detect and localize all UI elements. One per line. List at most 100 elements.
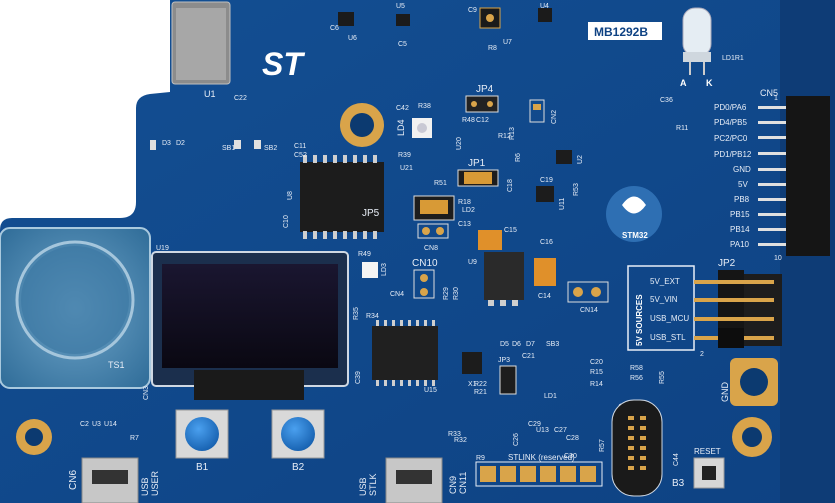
chip-u8: U8 C11 C52 C10 U21 <box>283 143 413 239</box>
svg-text:C6: C6 <box>330 25 339 32</box>
svg-text:D5: D5 <box>500 341 509 348</box>
svg-text:C36: C36 <box>660 97 673 104</box>
svg-text:D2: D2 <box>176 140 185 147</box>
cn5-pin-label: PB8 <box>734 195 750 204</box>
svg-text:CN2: CN2 <box>551 110 558 124</box>
usb-stlk-connector-cn9[interactable]: CN9 CN11 <box>385 457 468 503</box>
svg-text:U8: U8 <box>287 191 294 200</box>
jumper-jp2[interactable]: JP2 2 <box>694 258 782 358</box>
svg-text:R22: R22 <box>474 381 487 388</box>
svg-text:ST: ST <box>262 46 305 82</box>
center-small-parts: R48 C12 U20 R12 R13 R6 U2 C19 U11 R53 C1… <box>456 117 584 246</box>
svg-text:U13: U13 <box>536 427 549 434</box>
cn5-pin-label: PD1/PB12 <box>714 150 752 159</box>
jumper-jp5[interactable]: JP5 R51 <box>362 180 455 221</box>
usb-user-text: USBUSER <box>140 470 160 496</box>
svg-text:CN10: CN10 <box>412 258 438 269</box>
svg-text:U4: U4 <box>540 3 549 10</box>
svg-text:C2: C2 <box>80 421 89 428</box>
svg-text:R35: R35 <box>353 307 360 320</box>
svg-text:C16: C16 <box>540 239 553 246</box>
svg-text:10: 10 <box>774 255 782 262</box>
cn5-pin-labels: PD0/PA6 PD4/PB5 PC2/PC0 PD1/PB12 GND 5V … <box>660 97 752 249</box>
svg-text:C10: C10 <box>283 215 290 228</box>
svg-text:K: K <box>706 78 713 88</box>
user-button-b1[interactable]: B1 <box>175 409 229 473</box>
svg-text:C21: C21 <box>522 353 535 360</box>
reset-button-b3[interactable]: RESET B3 C44 <box>672 447 725 489</box>
svg-text:U6: U6 <box>348 35 357 42</box>
svg-text:U15: U15 <box>424 387 437 394</box>
svg-text:R11: R11 <box>676 125 688 132</box>
svg-text:U9: U9 <box>468 259 477 266</box>
stm32-logo: STM32 <box>606 186 662 242</box>
svg-text:CN11: CN11 <box>458 472 468 494</box>
svg-text:C52: C52 <box>294 152 307 159</box>
cn5-connector: CN5 10 1 <box>758 88 830 262</box>
svg-text:RESET: RESET <box>694 447 721 456</box>
svg-text:C26: C26 <box>513 433 520 446</box>
svg-text:C28: C28 <box>566 435 579 442</box>
svg-text:R48: R48 <box>462 117 475 124</box>
svg-text:R18: R18 <box>458 199 471 206</box>
svg-text:R7: R7 <box>130 435 139 442</box>
cn5-pin-label: GND <box>733 165 751 174</box>
svg-text:R51: R51 <box>434 180 447 187</box>
svg-text:CN4: CN4 <box>390 291 404 298</box>
svg-text:C39: C39 <box>355 371 362 384</box>
cn8-header: CN8 <box>417 223 449 252</box>
bottom-left-parts: C2 U3 U14 R7 <box>80 421 139 442</box>
svg-text:R39: R39 <box>398 152 411 159</box>
svg-text:CN6: CN6 <box>68 470 79 490</box>
svg-text:C29: C29 <box>528 421 541 428</box>
svg-text:C12: C12 <box>476 117 489 124</box>
svg-text:R8: R8 <box>488 45 497 52</box>
label-u1: U1 <box>204 89 216 99</box>
svg-text:JP5: JP5 <box>362 208 380 219</box>
svg-text:U2: U2 <box>577 155 584 164</box>
module-u1: U1 <box>171 1 231 99</box>
svg-text:R57: R57 <box>599 439 606 452</box>
jumper-jp1[interactable]: JP1 <box>457 158 499 187</box>
cn5-pin-label: PC2/PC0 <box>714 134 748 143</box>
svg-text:JP3: JP3 <box>498 357 510 364</box>
svg-text:D6: D6 <box>512 341 521 348</box>
st-logo: ST <box>262 46 305 82</box>
svg-text:R13: R13 <box>509 127 516 140</box>
svg-text:C18: C18 <box>507 179 514 192</box>
jumper-jp4[interactable]: JP4 <box>465 84 499 113</box>
svg-text:R9: R9 <box>476 455 485 462</box>
user-button-b2[interactable]: B2 <box>271 409 325 473</box>
cn5-pin-label: PD0/PA6 <box>714 103 747 112</box>
svg-text:C14: C14 <box>538 293 551 300</box>
svg-text:U21: U21 <box>400 165 413 172</box>
touch-sensor-ts1[interactable]: TS1 <box>0 227 151 389</box>
svg-text:B3: B3 <box>672 478 685 489</box>
svg-text:U14: U14 <box>104 421 117 428</box>
svg-text:C20: C20 <box>590 359 603 366</box>
svg-text:R30: R30 <box>453 287 460 300</box>
usb-stlk-label: USBSTLK <box>358 473 378 496</box>
svg-text:R15: R15 <box>590 369 603 376</box>
svg-text:C19: C19 <box>540 177 553 184</box>
svg-text:R12: R12 <box>498 133 511 140</box>
svg-text:R58: R58 <box>630 365 643 372</box>
svg-text:A: A <box>680 78 687 88</box>
usb-user-connector-cn6[interactable]: CN6 <box>68 457 139 503</box>
svg-text:CN8: CN8 <box>424 245 438 252</box>
svg-text:C11: C11 <box>294 143 306 150</box>
label-ts1: TS1 <box>108 360 125 370</box>
svg-text:LD3: LD3 <box>381 263 388 276</box>
svg-text:R34: R34 <box>366 313 379 320</box>
svg-text:C44: C44 <box>673 453 680 466</box>
svg-text:U7: U7 <box>503 39 512 46</box>
svg-text:LD4: LD4 <box>396 119 406 136</box>
svg-text:R53: R53 <box>573 183 580 196</box>
power-option: 5V_VIN <box>650 295 678 304</box>
svg-text:MB1292B: MB1292B <box>594 25 648 39</box>
cn5-pin-label: PA10 <box>730 240 750 249</box>
svg-text:C15: C15 <box>504 227 517 234</box>
svg-text:X1: X1 <box>468 381 477 388</box>
cn14-header: CN14 <box>567 281 609 314</box>
